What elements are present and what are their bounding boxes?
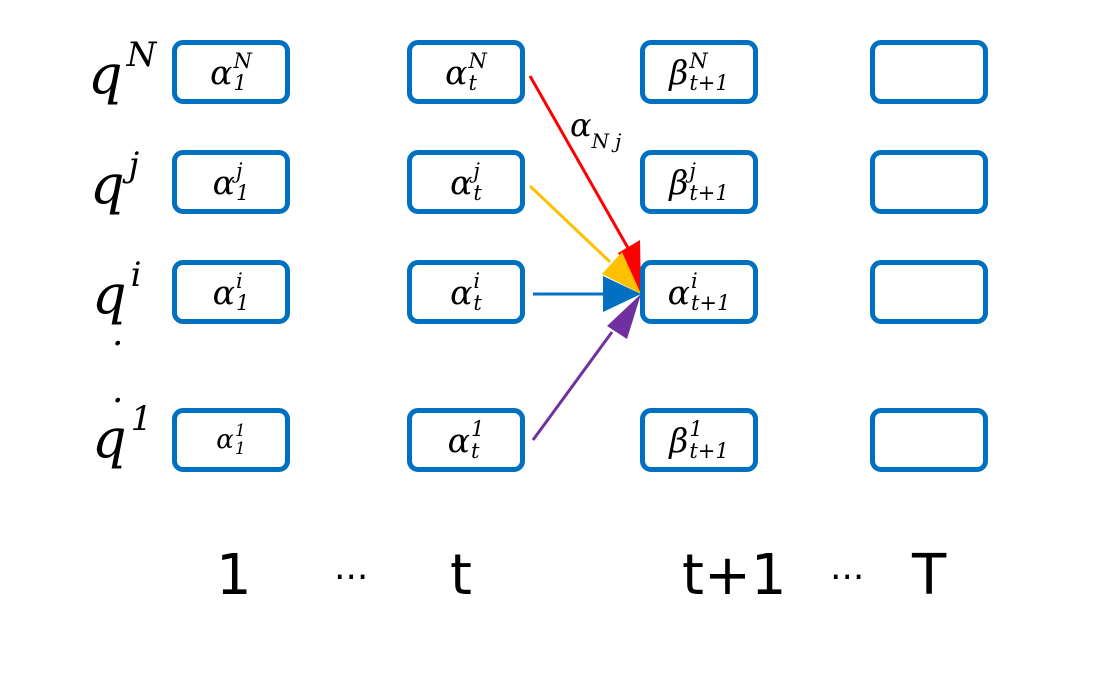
cell-superscript: 1 (470, 417, 485, 441)
time-label-t-plus-1: t+1 (682, 543, 787, 608)
cell-symbol: α (212, 272, 235, 312)
cell-colT-rowN (870, 40, 988, 104)
time-label-1: 1 (216, 543, 252, 608)
cell-superscript: i (235, 269, 243, 293)
arrowhead-from-i (603, 276, 641, 312)
cell-subscript: t (468, 71, 477, 95)
cell-superscript: N (468, 49, 487, 73)
row-label-base: q (92, 263, 127, 326)
cell-colT-rowi (870, 260, 988, 324)
edge-label-subscript: Nj (591, 129, 628, 153)
cell-symbol: α (210, 52, 233, 92)
cell-superscript: j (473, 159, 480, 183)
cell-superscript: j (689, 159, 696, 183)
arrowhead-from-N (618, 240, 641, 294)
time-label-t: t (450, 543, 472, 608)
row-label-sup: i (130, 255, 142, 295)
time-ellipsis-2: ··· (830, 557, 865, 598)
cell-symbol: α (212, 162, 235, 202)
vertical-dot-2: . (112, 370, 124, 411)
cell-symbol: β (669, 52, 689, 92)
cell-subscript: 1 (235, 291, 250, 315)
cell-superscript: N (233, 49, 252, 73)
cell-symbol: β (669, 420, 689, 460)
cell-subscript: t (473, 291, 482, 315)
row-label-base: q (88, 43, 123, 106)
vertical-dot-1: . (112, 313, 124, 354)
cell-symbol: β (669, 162, 689, 202)
time-ellipsis-1: ··· (334, 557, 369, 598)
cell-subscript: t (470, 439, 480, 463)
row-label-sup: j (128, 145, 140, 185)
cell-superscript: j (235, 159, 243, 183)
cell-symbol: α (450, 272, 473, 312)
cell-subscript: 1 (234, 439, 246, 459)
cell-superscript: 1 (234, 421, 246, 441)
cell-symbol: α (450, 162, 473, 202)
arrowhead-from-1 (607, 294, 641, 339)
cell-superscript: i (690, 269, 698, 293)
cell-symbol: α (445, 52, 468, 92)
row-label-sup: N (126, 35, 157, 75)
cell-subscript: t+1 (689, 181, 729, 205)
row-label-base: q (90, 153, 125, 216)
cell-symbol: α (667, 272, 690, 312)
edge-label-symbol: α (570, 106, 592, 144)
cell-colT-row1 (870, 408, 988, 472)
cell-subscript: t+1 (689, 439, 729, 463)
arrowhead-from-j (602, 252, 641, 294)
time-label-T: T (912, 543, 947, 608)
cell-subscript: t+1 (690, 291, 731, 315)
cell-subscript: 1 (235, 181, 250, 205)
cell-subscript: t (473, 181, 482, 205)
cell-subscript: 1 (233, 71, 247, 95)
cell-symbol: α (216, 425, 234, 455)
cell-symbol: α (447, 420, 470, 460)
cell-colT-rowj (870, 150, 988, 214)
edge-label-alpha-Nj: αNj (570, 106, 627, 153)
arrow-from-N (528, 75, 630, 249)
cell-superscript: N (689, 49, 708, 73)
cell-subscript: t+1 (689, 71, 729, 95)
arrow-from-1 (531, 331, 614, 441)
row-label-sup: 1 (130, 399, 153, 439)
cell-superscript: i (473, 269, 481, 293)
cell-superscript: 1 (689, 417, 703, 441)
row-label-base: q (92, 407, 127, 470)
arrow-from-j (528, 184, 612, 264)
